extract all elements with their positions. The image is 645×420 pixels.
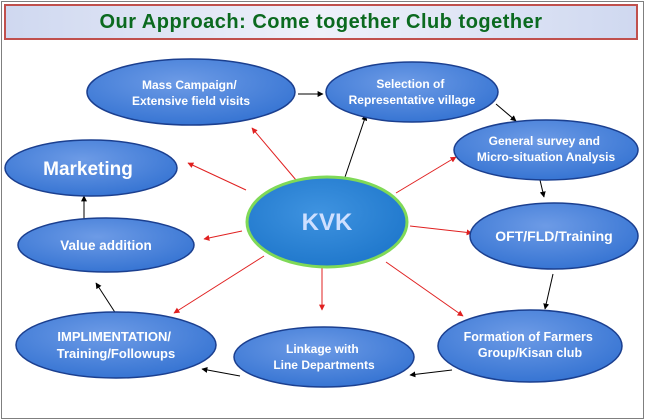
arrow-kvk-to-value-addition — [203, 230, 243, 241]
node-value-addition-label: Value addition — [60, 238, 152, 253]
node-marketing-label: Marketing — [43, 159, 133, 180]
svg-text:IMPLIMENTATION/ Training: IMPLIMENTATION/ Training/Followups — [57, 329, 175, 361]
svg-text:Linkage with Line Depart: Linkage with Line Departments — [273, 342, 375, 372]
arrow-linkage-to-implementation — [201, 367, 241, 377]
arrow-kvk-to-selection — [343, 114, 368, 181]
node-linkage: Linkage with Line Departments — [233, 326, 415, 388]
arrow-kvk-to-mass-campaign — [251, 127, 297, 181]
title-banner: Our Approach: Come together Club togethe… — [4, 4, 638, 40]
center-node-kvk: KVK — [245, 175, 409, 269]
node-oft-fld: OFT/FLD/Training — [469, 202, 639, 270]
black-arrows — [81, 91, 554, 378]
svg-text:Formation of Farmers Gro: Formation of Farmers Group/Kisan club — [464, 330, 597, 360]
node-selection-line-2: Representative village — [349, 93, 476, 107]
svg-text:Mass Campaign/ Extensive: Mass Campaign/ Extensive field visits — [132, 78, 250, 108]
node-selection: Selection of Representative village — [325, 61, 499, 123]
node-general-survey: General survey and Micro-situation Analy… — [453, 119, 639, 181]
arrow-kvk-to-oft-fld — [409, 225, 473, 236]
node-general-survey-line-2: Micro-situation Analysis — [477, 150, 616, 164]
node-oft-fld-label: OFT/FLD/Training — [495, 228, 612, 244]
arrow-oft-to-formation — [543, 273, 554, 310]
arrow-kvk-to-implementation — [173, 255, 265, 314]
node-mass-campaign-line-1: Mass Campaign/ — [142, 78, 237, 92]
node-selection-line-1: Selection of — [376, 77, 445, 91]
node-implementation: IMPLIMENTATION/ Training/Followups — [15, 311, 217, 379]
node-formation-line-2: Group/Kisan club — [478, 346, 583, 360]
node-marketing: Marketing — [4, 139, 178, 197]
page-title: Our Approach: Come together Club togethe… — [99, 10, 543, 33]
red-arrows — [173, 127, 473, 317]
node-value-addition: Value addition — [17, 217, 195, 273]
node-mass-campaign-line-2: Extensive field visits — [132, 94, 250, 108]
node-mass-campaign: Mass Campaign/ Extensive field visits — [86, 58, 296, 126]
svg-text:General survey and Micro: General survey and Micro-situation Analy… — [477, 134, 616, 164]
node-formation: Formation of Farmers Group/Kisan club — [437, 309, 623, 383]
node-linkage-line-2: Line Departments — [273, 358, 375, 372]
node-formation-line-1: Formation of Farmers — [464, 330, 593, 344]
arrow-survey-to-oft — [539, 179, 546, 198]
svg-text:Selection of Representat: Selection of Representative village — [349, 77, 476, 107]
arrow-selection-to-survey — [495, 103, 517, 122]
arrow-formation-to-linkage — [409, 369, 453, 378]
center-node-label: KVK — [302, 209, 353, 236]
node-implementation-line-1: IMPLIMENTATION/ — [57, 329, 171, 344]
node-linkage-line-1: Linkage with — [286, 342, 359, 356]
node-implementation-line-2: Training/Followups — [57, 346, 175, 361]
arrow-kvk-to-formation — [385, 261, 464, 317]
node-general-survey-line-1: General survey and — [489, 134, 600, 148]
arrow-kvk-to-general-survey — [395, 156, 457, 194]
arrow-kvk-to-marketing — [187, 162, 247, 191]
